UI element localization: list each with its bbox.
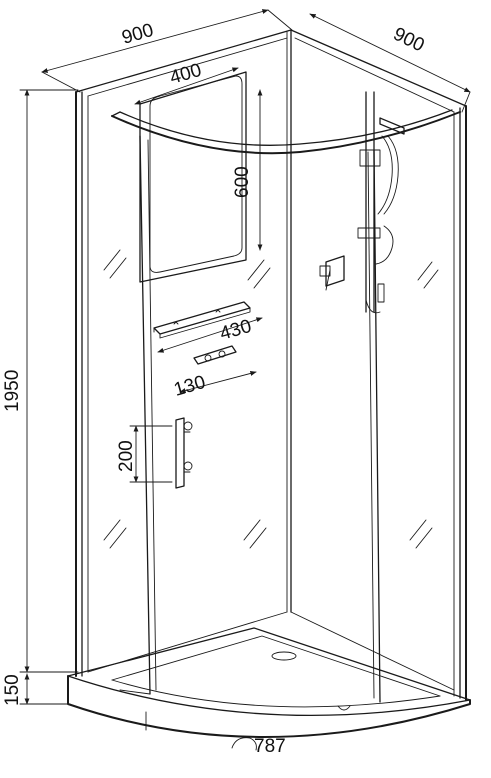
back-window [139, 71, 247, 283]
grab-handle [175, 417, 193, 489]
dim-window-height: 600 [232, 166, 253, 198]
shower-tray [67, 627, 471, 738]
dim-width-right: 900 [390, 24, 428, 57]
corner-shelf [153, 301, 251, 339]
dim-width-left: 900 [120, 20, 156, 49]
dim-handle-height: 200 [116, 440, 137, 472]
shower-column [319, 91, 405, 314]
dim-total-height: 1950 [2, 370, 23, 412]
soap-dish [193, 345, 237, 365]
cabin-frame [75, 29, 467, 703]
dim-tray-height: 150 [2, 674, 23, 706]
dim-soap-dish-width: 130 [172, 372, 208, 401]
dim-tray-depth: 787 [254, 736, 286, 757]
glass-reflections [103, 249, 439, 549]
dimension-lines [19, 9, 471, 751]
